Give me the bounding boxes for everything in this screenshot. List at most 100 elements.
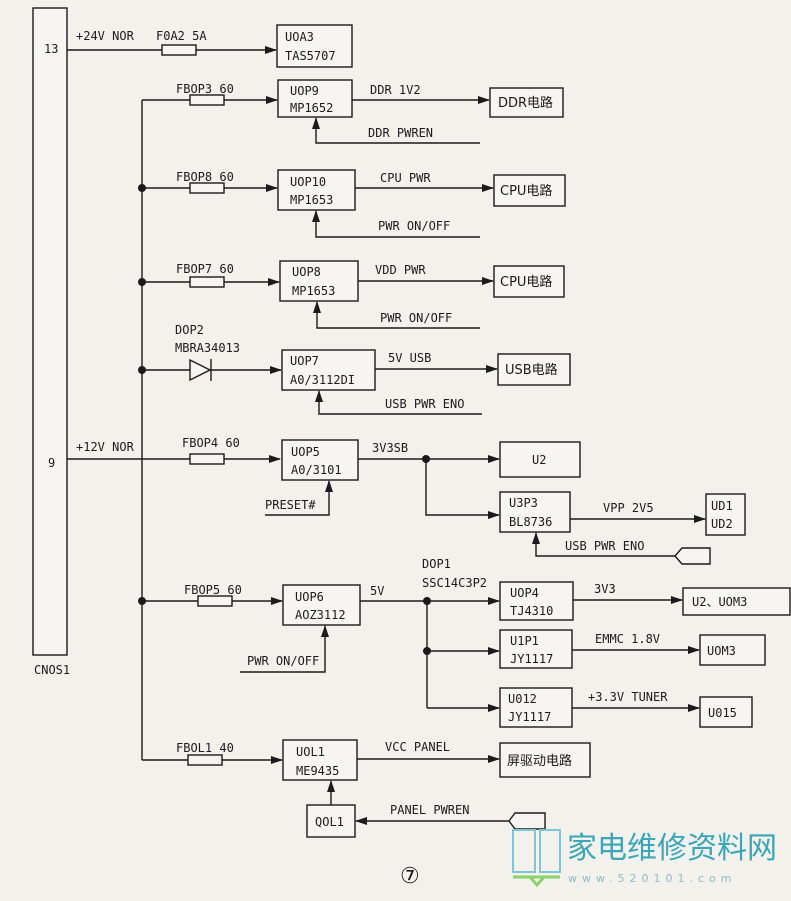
page-number: ⑦ (400, 864, 420, 889)
chip-ref: UOP6 (295, 590, 324, 604)
signal-label: DDR PWREN (368, 126, 433, 140)
signal-label: PWR ON/OFF (247, 654, 319, 668)
signal-label: PANEL PWREN (390, 803, 469, 817)
fuse-label: F0A2 5A (156, 29, 207, 43)
chip-uop8 (279, 260, 359, 302)
connector-cnos1 (32, 7, 68, 656)
fuse-fbol1 (187, 754, 223, 766)
signal-label: 5V (370, 584, 384, 598)
fuse-fbop5 (197, 595, 233, 607)
chip-ref: UOP10 (290, 175, 326, 189)
chip-ref: UOA3 (285, 30, 314, 44)
chip-ref: UOP9 (290, 84, 319, 98)
load-u2 (499, 441, 581, 478)
chip-ref: U012 (508, 692, 537, 706)
signal-label: EMMC 1.8V (595, 632, 660, 646)
signal-label: VCC PANEL (385, 740, 450, 754)
fuse-label: FBOP8 60 (176, 170, 234, 184)
signal-label: 3V3SB (372, 441, 408, 455)
chip-ref: UOP7 (290, 354, 319, 368)
watermark-logo: 家电维修资料网 www.520101.com (512, 829, 777, 888)
chip-uop4 (499, 581, 574, 621)
diode-ref: DOP2 (175, 323, 204, 337)
chip-uol1 (282, 739, 358, 781)
fuse-fbop4 (189, 453, 225, 465)
signal-label: PRESET# (265, 498, 316, 512)
load-u2-uom3 (682, 587, 791, 616)
diode-ref: DOP1 (422, 557, 451, 571)
load-ddr (489, 87, 564, 118)
watermark-url: www.520101.com (568, 872, 736, 885)
chip-part: MP1652 (290, 101, 333, 115)
load-panel-driver (499, 742, 591, 778)
signal-label: CPU PWR (380, 171, 431, 185)
port-tag (508, 812, 546, 830)
signal-label: PWR ON/OFF (378, 219, 450, 233)
signal-label: VDD PWR (375, 263, 426, 277)
fuse-label: FBOL1 40 (176, 741, 234, 755)
chip-uop6 (282, 584, 361, 626)
signal-label: PWR ON/OFF (380, 311, 452, 325)
load-label: CPU电路 (500, 274, 552, 290)
signal-label: VPP 2V5 (603, 501, 654, 515)
signal-label: 3V3 (594, 582, 616, 596)
load-label: UOM3 (707, 644, 736, 658)
chip-part: JY1117 (510, 652, 553, 666)
chip-part: JY1117 (508, 710, 551, 724)
fuse-label: FBOP4 60 (182, 436, 240, 450)
chip-ref: UOP5 (291, 445, 320, 459)
fuse-label: FBOP7 60 (176, 262, 234, 276)
fuse-fbop8 (189, 182, 225, 194)
chip-uoa3 (276, 24, 353, 68)
load-label: USB电路 (505, 362, 558, 378)
signal-label: 5V USB (388, 351, 431, 365)
chip-part: MP1653 (292, 284, 335, 298)
load-label: DDR电路 (498, 95, 553, 111)
pin-9-label: 9 (48, 456, 55, 470)
chip-ref: U3P3 (509, 496, 538, 510)
load-label: UD1 (711, 499, 733, 513)
load-label: U2 (532, 453, 546, 467)
fuse-label: FBOP5 60 (184, 583, 242, 597)
diode-part: SSC14C3P2 (422, 576, 487, 590)
wire (313, 301, 480, 329)
load-label: 屏驱动电路 (507, 753, 572, 769)
wire (265, 480, 333, 516)
chip-u3p3 (499, 491, 571, 533)
diode-part: MBRA34013 (175, 341, 240, 355)
watermark-text: 家电维修资料网 (567, 831, 777, 866)
signal-label: DDR 1V2 (370, 83, 421, 97)
chip-part: A0/3101 (291, 463, 342, 477)
signal-label: USB PWR ENO (565, 539, 644, 553)
chip-ref: UOP8 (292, 265, 321, 279)
rail-24v-label: +24V NOR (76, 29, 135, 43)
chip-u012 (499, 687, 573, 728)
chip-uop7 (281, 349, 376, 391)
chip-part: AOZ3112 (295, 608, 346, 622)
load-ud1-ud2 (705, 493, 746, 536)
chip-uop10 (277, 169, 356, 211)
load-cpu-2 (493, 265, 565, 298)
wire (315, 390, 482, 415)
load-usb (497, 353, 571, 386)
diode-icon (189, 358, 212, 382)
load-label: CPU电路 (500, 183, 552, 199)
chip-ref: UOP4 (510, 586, 539, 600)
pin-13-label: 13 (44, 42, 58, 56)
load-label: UD2 (711, 517, 733, 531)
chip-u1p1 (499, 629, 573, 669)
fuse-fbop7 (189, 276, 225, 288)
signal-label: +3.3V TUNER (588, 690, 668, 704)
chip-part: A0/3112DI (290, 373, 355, 387)
fuse-label: FBOP3 60 (176, 82, 234, 96)
chip-part: TJ4310 (510, 604, 553, 618)
chip-part: ME9435 (296, 764, 339, 778)
fuse-fbop3 (189, 94, 225, 106)
wire (425, 459, 500, 519)
chip-ref: QOL1 (315, 815, 344, 829)
chip-ref: UOL1 (296, 745, 325, 759)
chip-part: BL8736 (509, 515, 552, 529)
chip-part: TAS5707 (285, 49, 336, 63)
signal-label: USB PWR ENO (385, 397, 464, 411)
